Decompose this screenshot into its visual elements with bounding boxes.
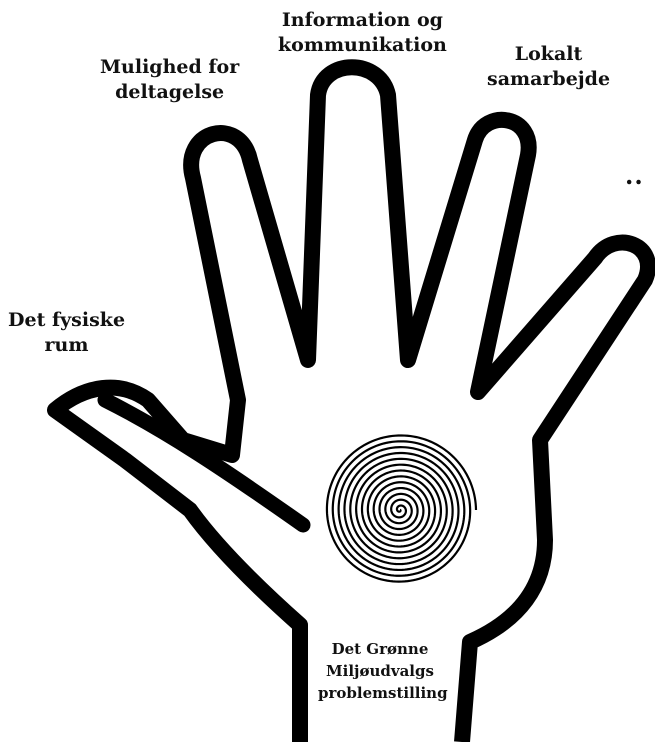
- ring-label-line-1: Lokalt: [487, 42, 610, 67]
- index-label-line-2: deltagelse: [100, 80, 239, 105]
- thumb-label-line-2: rum: [8, 333, 125, 358]
- ring-label-line-2: samarbejde: [487, 67, 610, 92]
- spiral-icon: [327, 435, 476, 581]
- thumb-label-line-1: Det fysiske: [8, 308, 125, 333]
- middle-finger-label: Information og kommunikation: [278, 8, 447, 57]
- ring-finger-label: Lokalt samarbejde: [487, 42, 610, 91]
- index-finger-label: Mulighed for deltagelse: [100, 55, 239, 104]
- pinky-label-text: ..: [625, 160, 644, 191]
- thumb-label: Det fysiske rum: [8, 308, 125, 357]
- palm-label-line-2: Miljøudvalgs: [318, 661, 442, 683]
- palm-center-label: Det Grønne Miljøudvalgs problemstilling: [318, 639, 442, 704]
- middle-label-line-2: kommunikation: [278, 33, 447, 58]
- palm-label-line-3: problemstilling: [318, 683, 442, 705]
- pinky-finger-label: ..: [625, 160, 644, 191]
- middle-label-line-1: Information og: [278, 8, 447, 33]
- index-label-line-1: Mulighed for: [100, 55, 239, 80]
- palm-label-line-1: Det Grønne: [318, 639, 442, 661]
